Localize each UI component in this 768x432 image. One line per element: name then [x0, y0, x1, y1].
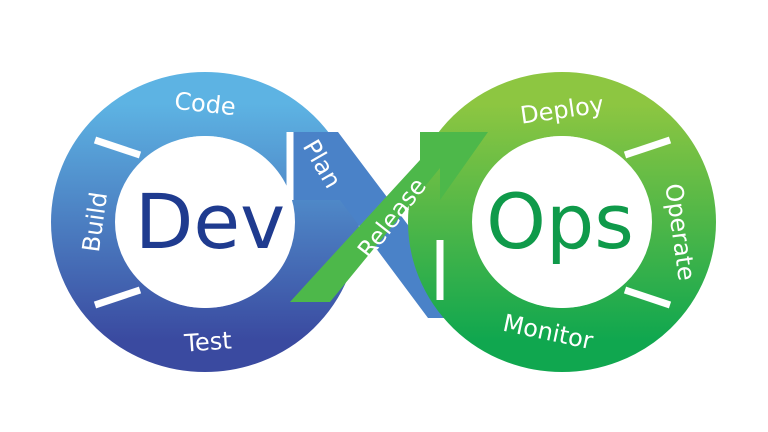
dev-center	[117, 136, 293, 308]
dev-loop	[51, 72, 359, 372]
dev-title: Dev	[135, 177, 285, 266]
ops-loop	[408, 72, 716, 372]
ops-center	[474, 136, 650, 308]
segment-separators	[93, 132, 672, 309]
release-band	[290, 132, 488, 302]
stage-code: Code	[173, 87, 237, 121]
ops-title: Ops	[486, 177, 634, 266]
stage-test: Test	[182, 326, 232, 357]
